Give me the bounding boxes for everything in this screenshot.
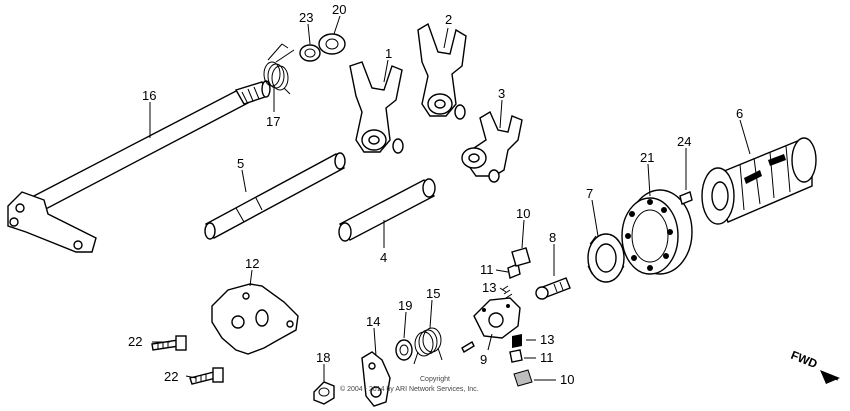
- callout-7: 7: [586, 186, 593, 201]
- contact-lower[interactable]: [513, 369, 533, 387]
- callout-10-lower: 10: [560, 372, 574, 387]
- stopper-arm[interactable]: [361, 351, 391, 407]
- shift-drum[interactable]: [701, 137, 817, 225]
- drum-center[interactable]: [473, 297, 521, 339]
- stopper-spring[interactable]: [413, 327, 443, 365]
- bolt-lower[interactable]: [189, 367, 224, 385]
- bearing[interactable]: [621, 189, 693, 275]
- neutral-switch[interactable]: [535, 277, 571, 300]
- callout-13-lower: 13: [540, 332, 554, 347]
- drum-cam[interactable]: [587, 233, 625, 283]
- callout-24: 24: [677, 134, 691, 149]
- neutral-pin-upper[interactable]: [507, 263, 521, 279]
- callout-11-lower: 11: [540, 350, 554, 365]
- spring-lower[interactable]: [512, 334, 522, 348]
- return-spring[interactable]: [263, 43, 295, 95]
- callout-21: 21: [640, 150, 654, 165]
- callout-5: 5: [237, 156, 244, 171]
- callout-1: 1: [385, 46, 392, 61]
- callout-22-lower: 22: [164, 369, 178, 384]
- circlip[interactable]: [299, 44, 321, 62]
- callout-12: 12: [245, 256, 259, 271]
- callout-8: 8: [549, 230, 556, 245]
- callout-22-upper: 22: [128, 334, 142, 349]
- stopper-plate[interactable]: [211, 283, 299, 355]
- callout-10-upper: 10: [516, 206, 530, 221]
- callout-19: 19: [398, 298, 412, 313]
- callout-2: 2: [445, 12, 452, 27]
- callout-9: 9: [480, 352, 487, 367]
- callout-18: 18: [316, 350, 330, 365]
- bolt-18[interactable]: [313, 381, 335, 405]
- contact-upper[interactable]: [511, 247, 531, 267]
- drum-pin[interactable]: [679, 191, 693, 205]
- callout-6: 6: [736, 106, 743, 121]
- forward-arrow-icon: [820, 370, 840, 384]
- callout-3: 3: [498, 86, 505, 101]
- callout-23: 23: [299, 10, 313, 25]
- callout-17: 17: [266, 114, 280, 129]
- copyright-line-1: Copyright: [420, 376, 450, 383]
- dowel-pin[interactable]: [461, 341, 475, 353]
- copyright-line-2: © 2004 - 2014 by ARI Network Services, I…: [340, 385, 479, 393]
- bolt-upper[interactable]: [151, 335, 187, 351]
- callout-15: 15: [426, 286, 440, 301]
- callout-11-upper: 11: [480, 262, 494, 277]
- shift-fork-3[interactable]: [461, 110, 523, 183]
- callout-16: 16: [142, 88, 156, 103]
- neutral-pin-lower[interactable]: [509, 349, 523, 363]
- callout-13-upper: 13: [482, 280, 496, 295]
- shift-fork-shaft[interactable]: [204, 152, 346, 240]
- callout-4: 4: [380, 250, 387, 265]
- spring-upper[interactable]: [501, 285, 513, 299]
- washer[interactable]: [318, 33, 346, 55]
- shift-fork-2[interactable]: [417, 22, 467, 120]
- callout-20: 20: [332, 2, 346, 17]
- shift-fork-1[interactable]: [349, 61, 404, 154]
- leader-lines: [149, 15, 751, 382]
- shift-fork-shaft-2[interactable]: [338, 178, 436, 242]
- direction-label: FWD: [789, 348, 820, 371]
- callout-14: 14: [366, 314, 380, 329]
- collar[interactable]: [395, 339, 413, 361]
